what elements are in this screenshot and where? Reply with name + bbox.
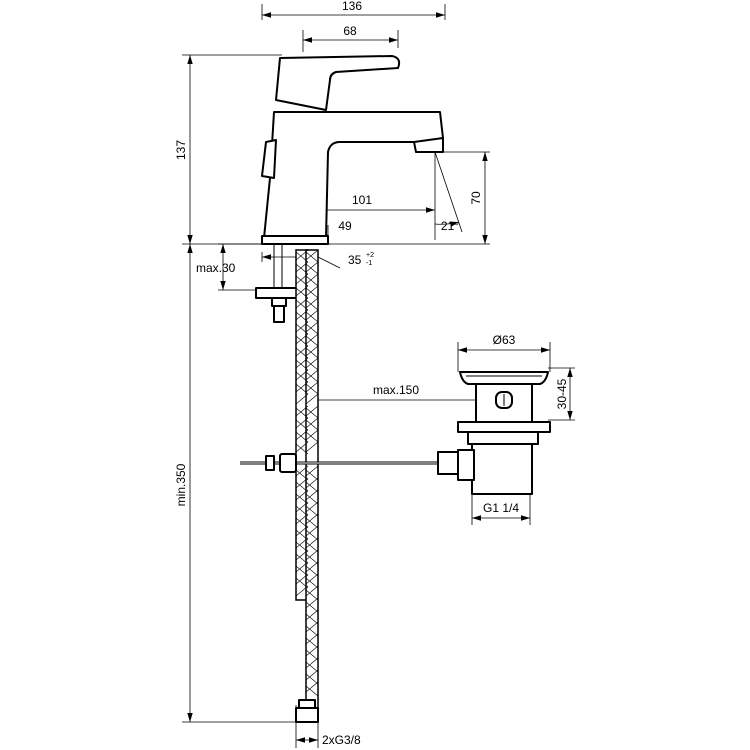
- fixing-nut: [271, 297, 287, 307]
- faucet-base: [261, 235, 329, 245]
- waste-side-port: [457, 449, 475, 481]
- dimension-rod-max: max.150: [296, 383, 505, 403]
- waste-plug: [459, 371, 549, 385]
- cartridge-cap: [261, 139, 277, 179]
- waste-tail: [471, 443, 533, 495]
- rod-pivot-nut: [437, 451, 459, 475]
- label-height: 137: [174, 140, 188, 160]
- dimension-waste-diameter: Ø63: [457, 333, 551, 372]
- label-outlet-height: 70: [469, 191, 483, 205]
- label-spout-offset: 49: [338, 219, 352, 233]
- label-tolerance-plus: +2: [366, 252, 374, 259]
- label-deck-thickness: max.30: [196, 261, 236, 275]
- pop-up-rod: [240, 451, 459, 475]
- label-spout-reach: 101: [352, 193, 372, 207]
- dimension-outlet-angle: 21°: [434, 151, 463, 240]
- fixing-stud: [273, 305, 285, 323]
- dimension-outlet-height: 70: [330, 151, 490, 245]
- hose-connector: [295, 707, 319, 723]
- dimension-waste-range: 30-45: [548, 367, 575, 421]
- label-waste-thread: G1 1/4: [483, 501, 519, 515]
- waste-washer: [467, 431, 539, 445]
- dimension-hose-length: min.350: [174, 244, 296, 723]
- label-overall-width: 136: [342, 0, 362, 13]
- label-hose-length: min.350: [174, 463, 188, 506]
- dimension-overall-width: 136: [261, 0, 446, 20]
- label-tolerance-minus: -1: [366, 260, 372, 267]
- label-lever-length: 68: [343, 24, 357, 38]
- dimension-lever-length: 68: [302, 24, 399, 52]
- pop-up-waste: [457, 371, 551, 495]
- faucet: [261, 55, 444, 245]
- dimension-deck-thickness: max.30: [196, 243, 262, 291]
- label-hole-diameter: 35: [348, 253, 362, 267]
- spout-outlet: [413, 137, 444, 153]
- label-waste-range: 30-45: [555, 378, 569, 409]
- hose-connector-nut: [298, 699, 316, 709]
- label-outlet-angle: 21°: [441, 219, 459, 233]
- dimension-hole-diameter: 35 +2 -1: [261, 252, 374, 269]
- faucet-lever: [275, 55, 401, 111]
- label-rod-max: max.150: [373, 383, 419, 397]
- hose-braid: [295, 249, 319, 697]
- dimension-height: 137: [174, 54, 282, 245]
- label-hose-thread: 2xG3/8: [322, 733, 361, 747]
- rod-clamp: [279, 453, 297, 473]
- waste-flange: [457, 421, 551, 433]
- dimension-waste-thread: G1 1/4: [471, 490, 531, 525]
- faucet-body: [263, 111, 444, 239]
- label-waste-diameter: Ø63: [493, 333, 516, 347]
- rod-clip: [265, 455, 275, 471]
